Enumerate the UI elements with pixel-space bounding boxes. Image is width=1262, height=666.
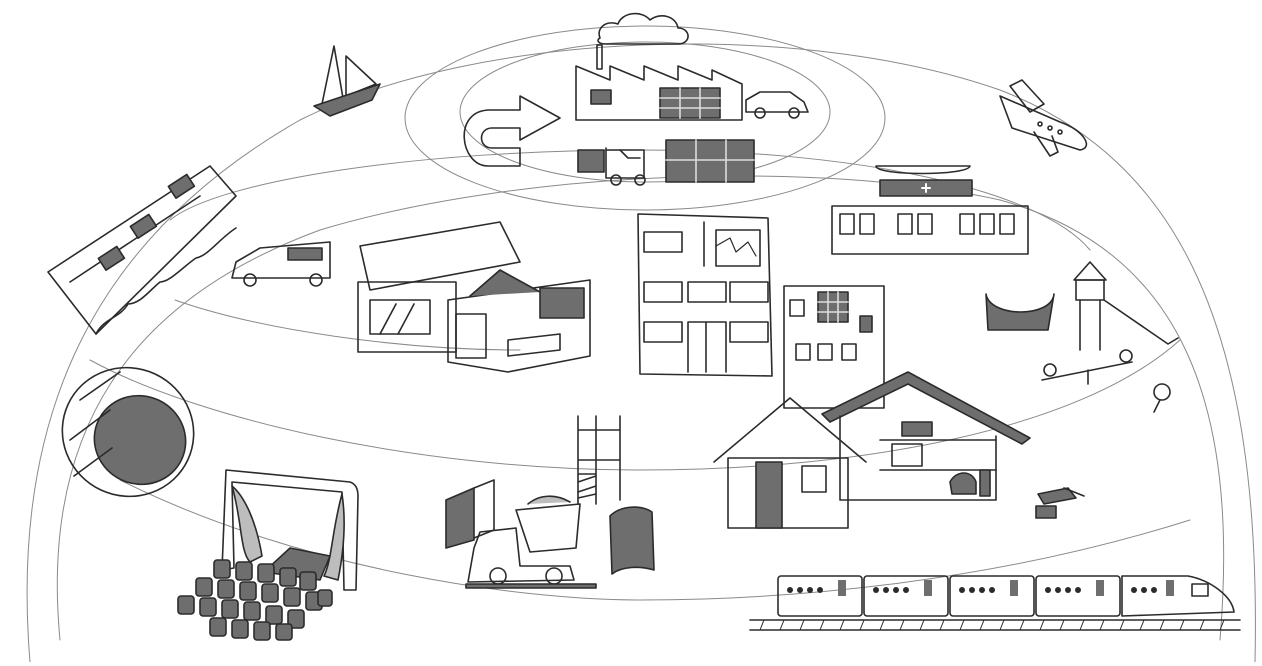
dump-truck-icon	[466, 496, 596, 588]
house-icon	[714, 398, 866, 528]
forklift-icon	[578, 148, 645, 185]
hospital-icon	[832, 166, 1028, 254]
office-building-icon	[638, 214, 772, 376]
van-icon	[232, 242, 330, 286]
apartment-building-icon	[784, 286, 884, 408]
cruise-ship-icon	[48, 166, 236, 334]
factory-icon	[576, 45, 742, 120]
cinema-seats-icon	[178, 560, 332, 640]
sailboat-icon	[314, 46, 380, 116]
playground-icon	[986, 262, 1178, 412]
car-icon	[746, 92, 808, 118]
airplane-icon	[1000, 80, 1086, 156]
toys-icon	[1036, 488, 1084, 518]
pallet-crates-icon	[666, 140, 754, 182]
cloud-icon	[598, 14, 688, 44]
house-cross-section-icon	[822, 372, 1030, 500]
high-speed-train-icon	[750, 576, 1240, 630]
